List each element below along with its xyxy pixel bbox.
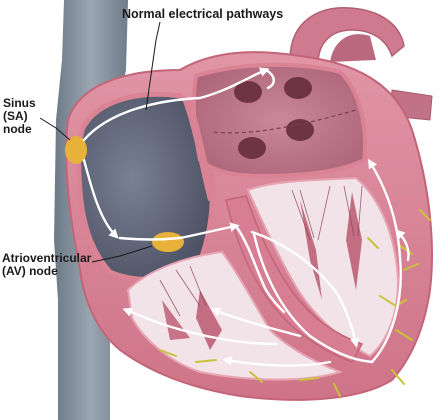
pathways-label: Normal electrical pathways [122, 8, 283, 21]
vein-opening [286, 119, 314, 141]
vein-opening [284, 77, 312, 99]
sa-node-label: Sinus (SA) node [3, 97, 36, 136]
left-atrium [194, 65, 365, 176]
av-node [152, 232, 184, 252]
pulmonary-artery [330, 34, 376, 62]
vein-opening [238, 137, 266, 159]
av-node-label: Atrioventricular (AV) node [2, 252, 91, 278]
